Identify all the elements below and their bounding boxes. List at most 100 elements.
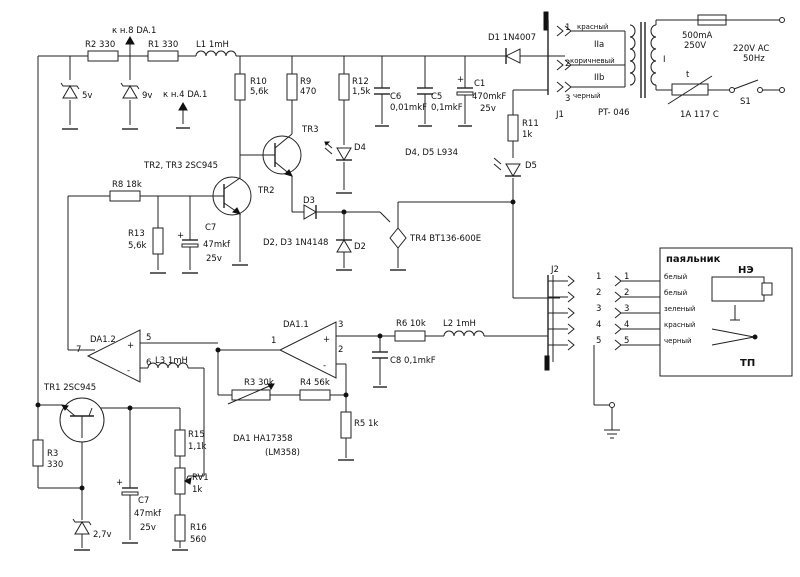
label-da1-1-minus: - <box>323 361 326 371</box>
label-r9-name: R9 <box>300 77 311 87</box>
ground-symbol-icon <box>604 408 620 439</box>
label-j1-pin1: 1 <box>565 23 570 33</box>
label-tr2: TR2 <box>257 186 275 196</box>
label-winding-iib: IIb <box>594 73 604 83</box>
label-iron-white-2: белый <box>664 289 687 297</box>
capacitor-c6-icon <box>374 87 390 127</box>
label-d4: D4 <box>354 143 366 153</box>
label-r5: R5 1k <box>354 419 378 429</box>
label-transformer: PT- 046 <box>598 108 630 118</box>
label-r16-value: 560 <box>190 535 206 545</box>
zener-9v-icon <box>120 82 140 130</box>
connector-j2-bar <box>544 355 550 371</box>
label-d2-d3-type: D2, D3 1N4148 <box>263 238 328 248</box>
label-da1-2-minus: - <box>127 366 130 376</box>
resistor-r16 <box>174 514 186 542</box>
label-da1-2-pin7: 7 <box>76 345 81 355</box>
label-da1-2: DA1.2 <box>90 335 116 345</box>
label-thermal-t: t <box>686 70 690 80</box>
label-fuse-current: 500mA <box>682 31 713 41</box>
label-j2-left-3: 3 <box>596 304 601 314</box>
label-rv1-name: RV1 <box>192 473 209 483</box>
triac-tr4-icon <box>389 201 513 271</box>
label-da1-1-pin3: 3 <box>338 320 343 330</box>
opamp-wires <box>140 335 548 477</box>
junction-tr1-right <box>127 405 133 411</box>
resistor-r2 <box>87 50 119 62</box>
label-j2: J2 <box>550 265 559 275</box>
label-c1-voltage: 25v <box>480 104 496 114</box>
junction-r3-zener <box>79 485 85 491</box>
label-r11-value: 1k <box>522 130 532 140</box>
label-da1-2-plus: + <box>127 341 134 351</box>
label-c7-top-plus: + <box>177 231 184 241</box>
label-r11-name: R11 <box>522 119 539 129</box>
label-r13-value: 5,6k <box>128 241 147 251</box>
junction-d5 <box>510 199 516 205</box>
capacitor-c7-top-icon <box>150 239 199 274</box>
label-da1-2-pin5: 5 <box>146 333 151 343</box>
potentiometer-rv1-icon <box>174 467 192 495</box>
resistor-r9 <box>286 73 298 101</box>
resistor-r15 <box>174 429 186 457</box>
label-ac-voltage: 220V AC <box>733 44 769 54</box>
label-tr3: TR3 <box>301 125 319 135</box>
label-fuse-voltage: 250V <box>684 41 706 51</box>
label-d2: D2 <box>354 242 366 252</box>
label-r3-330-name: R3 <box>47 449 58 459</box>
label-j2-right-1: 1 <box>624 272 629 282</box>
opamp-da1-1-icon <box>278 321 337 379</box>
transistor-tr3-icon <box>240 130 304 213</box>
label-c6-value: 0,01mkF <box>390 103 427 113</box>
label-l1: L1 1mH <box>196 40 229 50</box>
label-heater: НЭ <box>738 265 754 276</box>
j1-pins <box>556 25 626 93</box>
resistor-r6 <box>394 330 426 342</box>
label-c1-name: C1 <box>474 79 485 89</box>
label-c1-value: 470mkF <box>472 92 506 102</box>
resistor-r5 <box>340 411 352 439</box>
label-l3: L3 1mH <box>155 356 188 366</box>
label-r12-name: R12 <box>352 77 369 87</box>
diode-d2-icon <box>336 212 352 271</box>
label-j2-right-4: 4 <box>624 320 629 330</box>
label-winding-i: I <box>663 55 666 65</box>
junction-tr1-left <box>35 402 41 408</box>
trimmer-r3-30k-icon <box>227 383 275 405</box>
label-wire-black: черный <box>573 92 601 100</box>
label-iron-white-1: белый <box>664 273 687 281</box>
ac-terminal-top <box>779 17 785 23</box>
r11-d5-wires <box>512 89 560 299</box>
label-d3: D3 <box>303 196 315 206</box>
arrow-to-da8 <box>125 35 135 45</box>
label-tr4: TR4 BT136-600E <box>409 234 481 244</box>
label-da1-type: DA1 HA17358 <box>233 434 293 444</box>
label-wire-brown: коричневый <box>570 57 615 65</box>
label-r10-name: R10 <box>250 77 267 87</box>
label-iron-green: зеленый <box>664 305 695 313</box>
junction-da1-out <box>215 347 221 353</box>
label-r6: R6 10k <box>396 319 426 329</box>
capacitor-c7-bottom-icon <box>121 487 139 544</box>
label-wire-red: красный <box>577 23 608 31</box>
label-tr1: TR1 2SC945 <box>43 383 96 393</box>
ground-terminal <box>609 402 615 408</box>
label-r12-value: 1,5k <box>352 87 371 97</box>
label-c1-plus: + <box>457 75 464 85</box>
label-to-da4: к н.4 DA.1 <box>163 90 207 100</box>
heater-element-icon <box>711 276 773 302</box>
right-supply-wires <box>232 56 466 191</box>
label-zener-9v: 9v <box>142 91 152 101</box>
label-tr2-tr3-type: TR2, TR3 2SC945 <box>143 161 218 171</box>
label-ac-frequency: 50Hz <box>743 54 765 64</box>
label-da1-alt: (LM358) <box>265 448 300 458</box>
diode-d3-icon <box>303 204 391 223</box>
inductor-l1 <box>195 50 237 57</box>
label-c6-name: C6 <box>390 92 401 102</box>
label-da1-1-pin1: 1 <box>271 336 276 346</box>
label-r9-value: 470 <box>300 87 316 97</box>
label-j2-right-5: 5 <box>624 336 629 346</box>
label-c7-top-value: 47mkf <box>203 240 231 250</box>
arrow-to-da4 <box>176 101 190 129</box>
junction-r5 <box>343 392 349 398</box>
